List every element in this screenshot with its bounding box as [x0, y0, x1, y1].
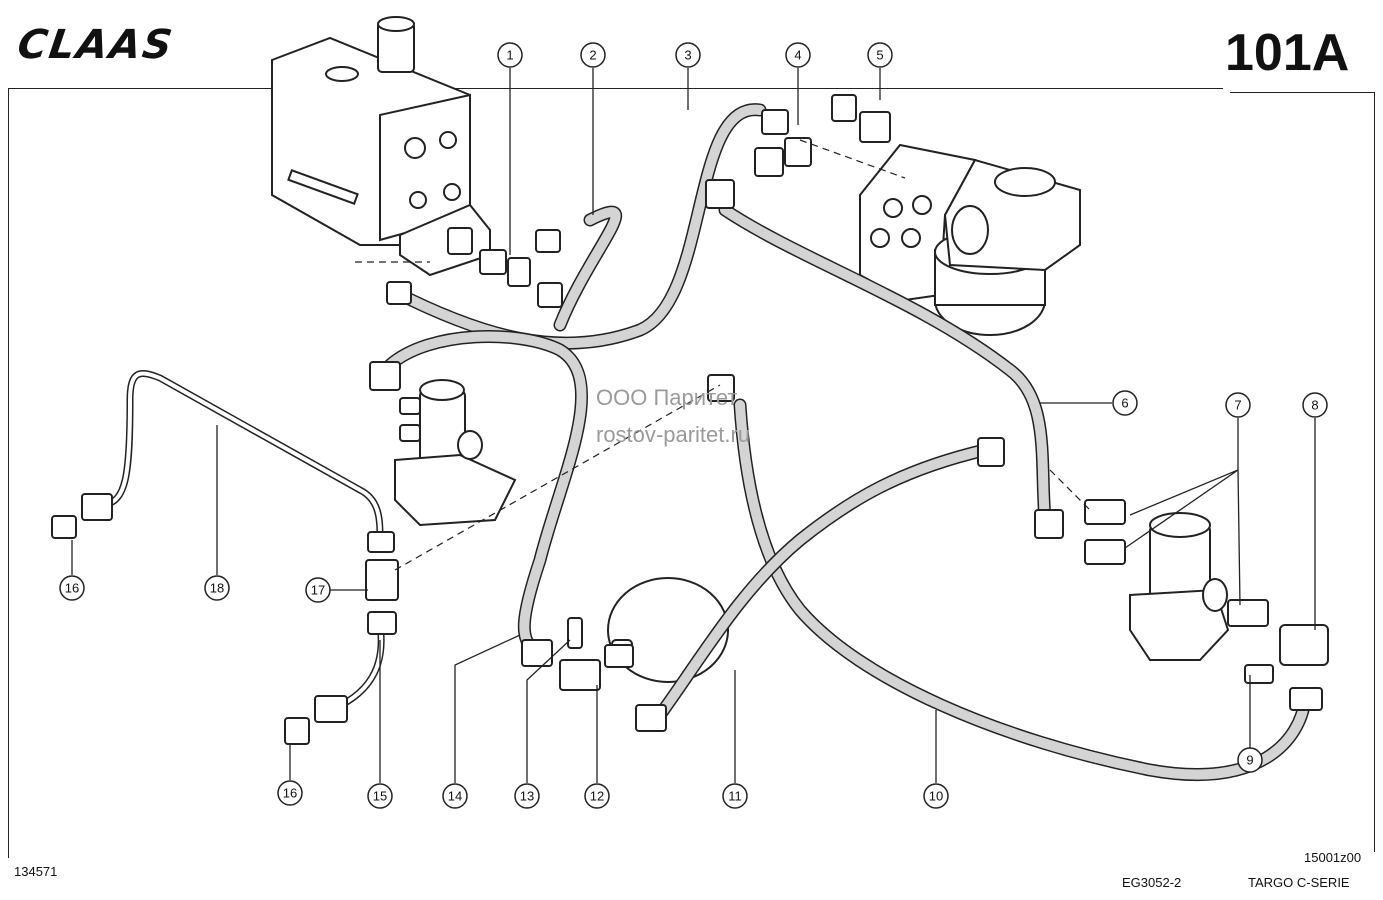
callout-label: 6 — [1121, 396, 1128, 411]
callout-3: 3 — [675, 42, 701, 68]
footer-left-code: 134571 — [14, 864, 58, 879]
alignment-lines — [355, 139, 1091, 571]
brake-valve — [394, 379, 517, 527]
callout-label: 2 — [589, 48, 596, 63]
callout-label: 7 — [1234, 398, 1241, 413]
callout-label: 13 — [520, 789, 534, 804]
callout-11: 11 — [722, 783, 748, 809]
callout-label: 14 — [448, 789, 462, 804]
callout-8: 8 — [1302, 392, 1328, 418]
priority-valve — [1129, 512, 1230, 661]
watermark-url: rostov-paritet.ru — [596, 422, 751, 447]
callout-label: 16 — [65, 581, 79, 596]
callout-label: 17 — [311, 583, 325, 598]
callout-13: 13 — [514, 783, 540, 809]
footer-ref-code: EG3052-2 — [1122, 875, 1182, 890]
callout-label: 9 — [1246, 753, 1253, 768]
callout-10: 10 — [923, 783, 949, 809]
callout-4: 4 — [785, 42, 811, 68]
callout-16-upper: 16 — [59, 575, 85, 601]
callout-2: 2 — [580, 42, 606, 68]
callout-label: 16 — [283, 786, 297, 801]
callout-15: 15 — [367, 783, 393, 809]
callout-12: 12 — [584, 783, 610, 809]
fittings — [51, 94, 1329, 745]
callout-17: 17 — [305, 577, 331, 603]
callout-9: 9 — [1237, 747, 1263, 773]
steering-unit — [859, 143, 1081, 336]
callout-6: 6 — [1112, 390, 1138, 416]
callout-label: 18 — [210, 581, 224, 596]
page-number: 101A — [1225, 24, 1350, 82]
callout-label: 8 — [1311, 398, 1318, 413]
callout-14: 14 — [442, 783, 468, 809]
frame-right — [1374, 92, 1375, 852]
callout-label: 5 — [876, 48, 883, 63]
hoses — [383, 103, 1312, 781]
callout-label: 3 — [684, 48, 691, 63]
callout-label: 12 — [590, 789, 604, 804]
control-valve-block — [271, 16, 491, 277]
header-rule-right — [1230, 92, 1375, 93]
footer-drawing-code: 15001z00 — [1304, 850, 1362, 865]
callout-label: 4 — [794, 48, 801, 63]
frame-left — [8, 88, 9, 858]
callout-16-lower: 16 — [277, 780, 303, 806]
footer-series: TARGO C-SERIE — [1248, 875, 1350, 890]
callout-label: 15 — [373, 789, 387, 804]
callout-5: 5 — [867, 42, 893, 68]
callout-7: 7 — [1225, 392, 1251, 418]
callout-label: 1 — [506, 48, 513, 63]
callout-18: 18 — [204, 575, 230, 601]
watermark-company: ООО Паритет — [596, 385, 738, 410]
header-rule — [8, 88, 1223, 89]
callout-label: 10 — [929, 789, 943, 804]
leader-lines — [71, 68, 1316, 783]
pipes — [101, 370, 385, 712]
callout-label: 11 — [728, 789, 742, 804]
callout-1: 1 — [497, 42, 523, 68]
